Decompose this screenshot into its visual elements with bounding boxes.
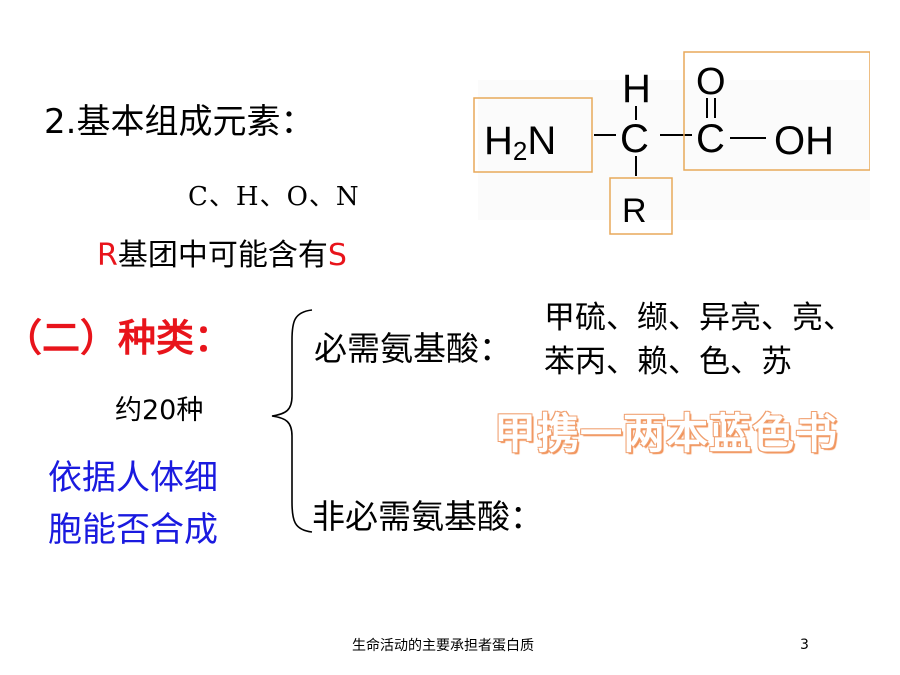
classification-basis: 依据人体细 胞能否合成 (48, 452, 218, 556)
amino-group-box (473, 97, 593, 173)
count-text: 约20种 (115, 395, 204, 426)
carboxyl-o: O (696, 61, 726, 103)
r-group-middle: 基团中可能含有 (117, 238, 328, 273)
mnemonic: 甲携一两本蓝色书 (494, 409, 839, 458)
r-group-prefix: R (97, 238, 118, 273)
essential-label: 必需氨基酸： (314, 329, 512, 368)
r-group-note: R基团中可能含有S (97, 230, 347, 274)
basis-line-1: 依据人体细 (48, 458, 218, 498)
alpha-h: H (622, 67, 651, 111)
carboxyl-c: C (696, 117, 725, 161)
kinds-title: （二）种类： (4, 316, 233, 360)
elements-list: C、H、O、N (188, 182, 360, 212)
structure-bg (478, 80, 870, 220)
nonessential-label: 非必需氨基酸： (312, 497, 543, 536)
r-label: R (622, 192, 647, 230)
page-number: 3 (800, 637, 809, 653)
r-group-suffix: S (327, 238, 347, 273)
basis-line-2: 胞能否合成 (48, 510, 218, 550)
alpha-c: C (620, 117, 649, 161)
essential-line-2: 苯丙、赖、色、苏 (544, 344, 792, 380)
carboxyl-box (683, 51, 870, 171)
curly-brace (271, 309, 313, 533)
footer-title: 生命活动的主要承担者蛋白质 (352, 638, 534, 654)
heading-elements: 2.基本组成元素： (44, 102, 315, 142)
essential-list: 甲硫、缬、异亮、亮、 苯丙、赖、色、苏 (544, 296, 854, 384)
hydroxyl: OH (774, 119, 834, 163)
essential-line-1: 甲硫、缬、异亮、亮、 (544, 300, 854, 336)
amino-acid-structure: H2N H C R O C OH (473, 51, 870, 235)
r-group-box (609, 177, 673, 235)
